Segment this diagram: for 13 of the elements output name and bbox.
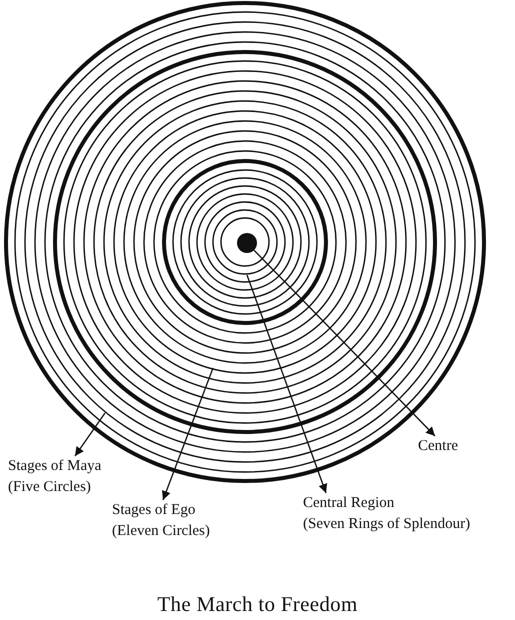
callout-label: Central Region: [303, 494, 396, 513]
leader-line: [246, 274, 328, 494]
callout-label: (Five Circles): [8, 478, 92, 497]
callout-label: Centre: [418, 437, 458, 456]
leader-line: [162, 368, 214, 500]
centre-dot: [237, 233, 257, 253]
callout-label: Stages of Maya: [8, 457, 102, 476]
callout-label: Stages of Ego: [112, 501, 196, 520]
leader-line: [254, 250, 436, 436]
callout-label: (Eleven Circles): [112, 522, 210, 541]
callout-label: (Seven Rings of Splendour): [303, 515, 470, 534]
diagram-title: The March to Freedom: [156, 592, 359, 617]
leader-line: [74, 412, 106, 456]
